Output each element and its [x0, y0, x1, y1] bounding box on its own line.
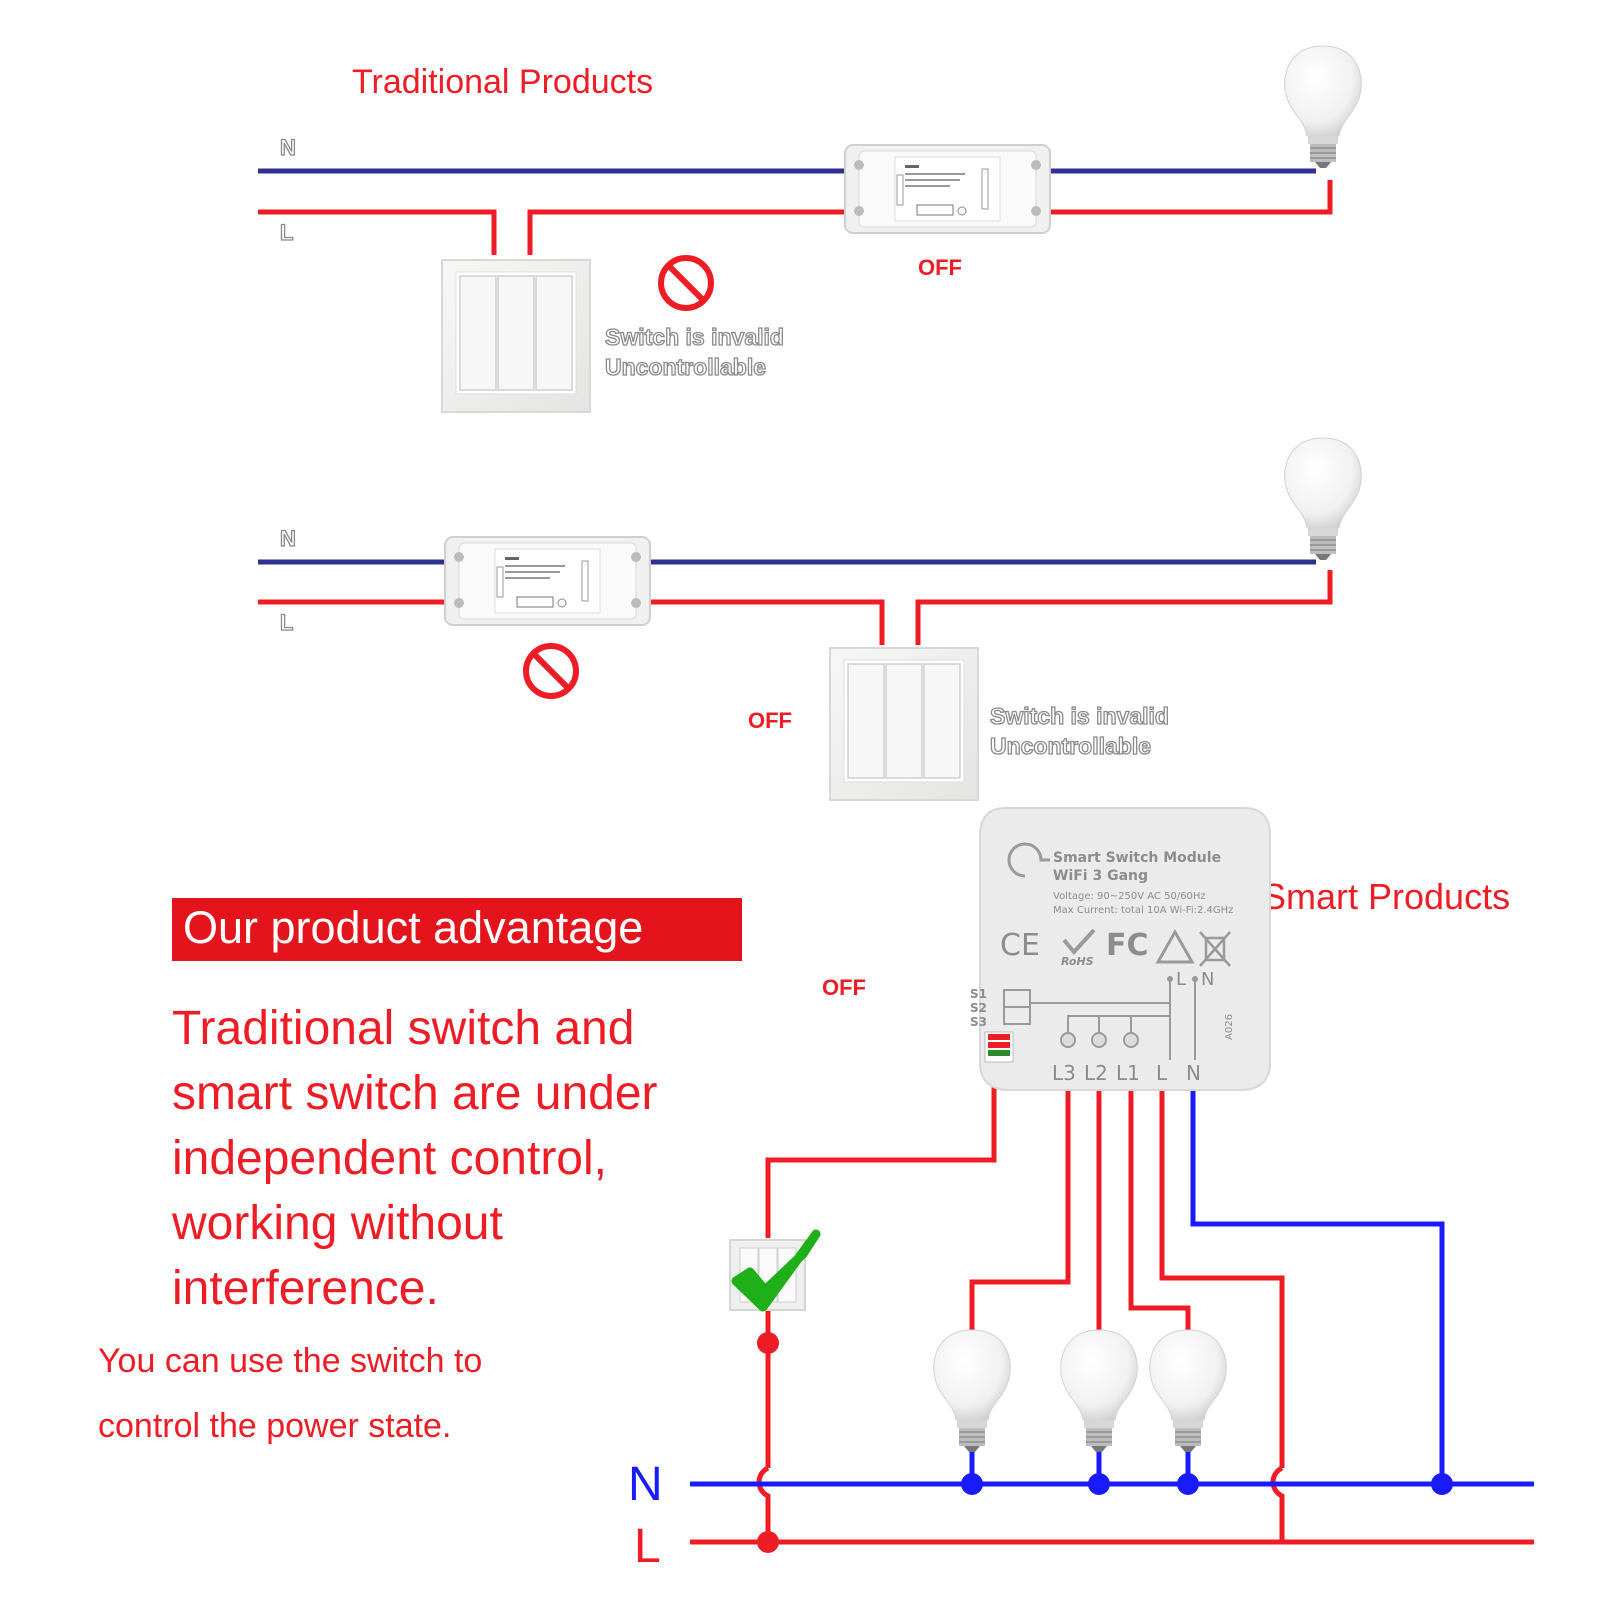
- fc-mark-icon: FC: [1106, 928, 1149, 963]
- advantage-headline-3: independent control,: [172, 1132, 607, 1185]
- wire-l3: [969, 1083, 1071, 1352]
- terminal-l-top: L: [1176, 969, 1186, 990]
- advantage-headline-1: Traditional switch and: [172, 1002, 634, 1055]
- live-wire-top-b: [527, 209, 845, 255]
- terminal-s2: S2: [970, 1001, 987, 1015]
- live-label-mid: L: [280, 610, 293, 635]
- bulb-mid: [1283, 437, 1363, 561]
- module-logo-icon: [1007, 842, 1050, 878]
- advantage-note-2: control the power state.: [98, 1407, 451, 1445]
- prohibited-icon-mid: [526, 646, 576, 696]
- bulb-smart-3: [1148, 1329, 1228, 1453]
- terminal-s3: S3: [970, 1015, 987, 1029]
- live-wire-mid-b: [650, 599, 885, 645]
- live-wire-top-a: [258, 209, 497, 255]
- prohibited-icon-top: [661, 258, 711, 308]
- weee-bin-icon: [1199, 931, 1231, 967]
- bulb-smart-1: [932, 1329, 1012, 1453]
- module-model: A026: [1224, 1014, 1235, 1040]
- advantage-headline-5: interference.: [172, 1262, 439, 1315]
- bulb-smart-2: [1059, 1329, 1139, 1453]
- smart-title: Smart Products: [1262, 876, 1510, 917]
- terminal-s1: S1: [970, 987, 987, 1001]
- neutral-label-top: N: [280, 135, 296, 160]
- wall-switch-top: [441, 259, 591, 413]
- s-wire-connector: [984, 1031, 1014, 1063]
- wall-switch-mid: [829, 647, 979, 801]
- rail-l-label: L: [634, 1520, 661, 1573]
- advantage-headline-4: working without: [171, 1197, 503, 1250]
- terminal-l3: L3: [1052, 1061, 1076, 1085]
- junction-n3: [1177, 1473, 1199, 1495]
- check-icon: [731, 1229, 821, 1312]
- junction-n1: [961, 1473, 983, 1495]
- junction-n2: [1088, 1473, 1110, 1495]
- wire-l-input-hop: [1270, 1465, 1285, 1542]
- neutral-label-mid: N: [280, 526, 296, 551]
- module-line4: Max Current: total 10A Wi-Fi:2.4GHz: [1053, 905, 1233, 916]
- terminal-l-bottom: L: [1156, 1061, 1168, 1085]
- warning-triangle-icon: [1155, 928, 1195, 964]
- junction-n4: [1431, 1473, 1453, 1495]
- terminal-n-bottom: N: [1186, 1061, 1201, 1085]
- terminal-l2: L2: [1084, 1061, 1108, 1085]
- advantage-note-1: You can use the switch to: [98, 1342, 482, 1380]
- terminal-n-dot: [1192, 976, 1198, 982]
- invalid-text-top-2: Uncontrollable: [605, 354, 766, 380]
- traditional-middle-section: N L OFF Switch is invalid Uncontrollable: [258, 437, 1363, 801]
- wire-l-input: [1159, 1083, 1285, 1468]
- junction-l1: [757, 1531, 779, 1553]
- relay-module-top: [844, 144, 1051, 234]
- off-label-mid: OFF: [748, 708, 792, 733]
- traditional-top-section: Traditional Products N L OFF Switch is i…: [258, 45, 1363, 413]
- rohs-mark-icon: RoHS: [1061, 955, 1094, 968]
- rail-n-label: N: [628, 1458, 663, 1511]
- live-label-top: L: [280, 220, 293, 245]
- module-line1: Smart Switch Module: [1053, 850, 1221, 866]
- bulb-top: [1283, 45, 1363, 169]
- advantage-banner: [172, 898, 742, 961]
- traditional-title: Traditional Products: [352, 63, 653, 101]
- wire-n-input: [1190, 1083, 1445, 1484]
- invalid-text-mid-1: Switch is invalid: [990, 703, 1169, 729]
- invalid-text-mid-2: Uncontrollable: [990, 733, 1151, 759]
- output-screw-icons: [1060, 1032, 1139, 1048]
- wire-switch-s: [765, 1060, 997, 1238]
- off-label-smart: OFF: [822, 975, 866, 1000]
- terminal-l1: L1: [1116, 1061, 1140, 1085]
- module-line2: WiFi 3 Gang: [1053, 868, 1148, 884]
- relay-module-mid: [444, 536, 651, 626]
- module-line3: Voltage: 90~250V AC 50/60Hz: [1053, 891, 1206, 902]
- terminal-l-dot: [1167, 976, 1173, 982]
- rohs-check-icon: [1062, 928, 1096, 956]
- ce-mark-icon: CE: [1000, 928, 1040, 963]
- live-wire-mid-c: [915, 570, 1333, 645]
- advantage-headline-2: smart switch are under: [172, 1067, 658, 1120]
- smart-section: Our product advantage Traditional switch…: [98, 807, 1534, 1573]
- off-label-top: OFF: [918, 255, 962, 280]
- wire-switch-hop: [756, 1465, 771, 1542]
- smart-switch-module: Smart Switch Module WiFi 3 Gang Voltage:…: [970, 807, 1271, 1091]
- live-wire-top-c: [1050, 180, 1333, 215]
- invalid-text-top-1: Switch is invalid: [605, 324, 784, 350]
- advantage-banner-text: Our product advantage: [183, 902, 643, 953]
- junction-switch: [757, 1332, 779, 1354]
- terminal-n-top: N: [1201, 969, 1214, 990]
